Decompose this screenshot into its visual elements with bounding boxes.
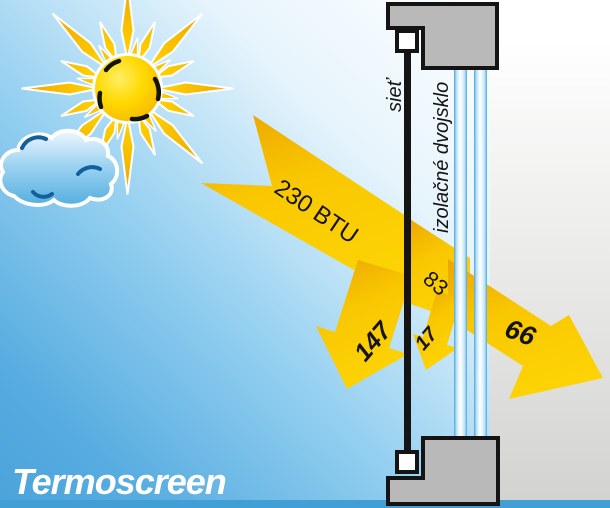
screen bbox=[395, 29, 419, 474]
interior-background bbox=[487, 0, 610, 508]
reflected-arrow-17 bbox=[413, 291, 461, 370]
screen-mount-top bbox=[395, 29, 419, 53]
window-frame-bottom bbox=[386, 436, 500, 506]
double-glazing bbox=[454, 62, 487, 444]
sun-disc-icon bbox=[92, 53, 163, 124]
sun bbox=[20, 0, 235, 196]
screen-label: sieť bbox=[384, 76, 406, 112]
bottom-edge-strip bbox=[0, 500, 610, 508]
window-frame-top bbox=[386, 2, 499, 70]
brand-wordmark: Termoscreen bbox=[12, 461, 226, 502]
incoming-arrow-230 bbox=[201, 115, 412, 303]
energy-arrows bbox=[201, 115, 603, 399]
cloud-shading-marks bbox=[20, 135, 102, 199]
cloud-icon bbox=[0, 128, 120, 208]
screen-line bbox=[404, 48, 411, 460]
glass-pane-outer bbox=[454, 62, 467, 444]
reflected-arrow-147 bbox=[316, 260, 412, 389]
sun-shading-marks bbox=[97, 58, 161, 122]
glazing-label: izolačné dvojsklo bbox=[431, 82, 453, 233]
glass-pane-inner bbox=[474, 62, 487, 444]
screen-mount-bottom bbox=[395, 450, 419, 474]
